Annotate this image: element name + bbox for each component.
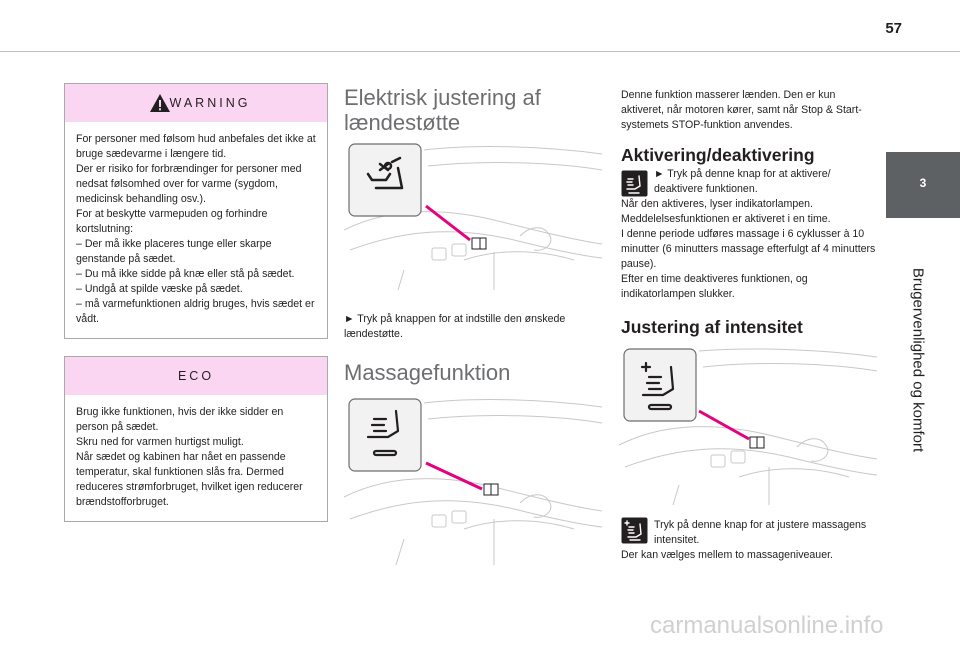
activation-heading: Aktivering/deaktivering <box>621 145 815 165</box>
eco-line: Når sædet og kabinen har nået en passend… <box>76 451 303 508</box>
warning-title: WARNING <box>169 96 251 110</box>
lumbar-heading: Elektrisk justering af lændestøtte <box>344 85 541 135</box>
intensity-first-line: Tryk på denne knap for at justere massag… <box>654 519 867 546</box>
activation-first-line: ► Tryk på denne knap for at aktivere/ de… <box>654 168 831 195</box>
chapter-tab[interactable]: 3 <box>886 152 960 218</box>
warning-line: Der er risiko for forbrændinger for pers… <box>76 163 302 205</box>
warning-line: For at beskytte varmepuden og forhindre … <box>76 208 268 235</box>
intensity-heading: Justering af intensitet <box>621 317 803 337</box>
activation-line: Når den aktiveres, lyser indikatorlampen… <box>621 198 813 210</box>
warning-icon <box>150 94 170 112</box>
eco-body: Brug ikke funktionen, hvis der ikke sidd… <box>65 395 327 521</box>
warning-box: WARNING For personer med følsom hud anbe… <box>64 83 328 339</box>
warning-line: – Du må ikke sidde på knæ eller stå på s… <box>76 268 295 280</box>
warning-body: For personer med følsom hud anbefales de… <box>65 122 327 338</box>
eco-header: ECO <box>65 357 327 395</box>
warning-header: WARNING <box>65 84 327 122</box>
lumbar-figure <box>344 140 606 290</box>
eco-box: ECO Brug ikke funktionen, hvis der ikke … <box>64 356 328 522</box>
activation-line: Meddelelsesfunktionen er aktiveret i en … <box>621 213 831 225</box>
eco-line: Brug ikke funktionen, hvis der ikke sidd… <box>76 406 284 433</box>
top-rule <box>0 51 960 52</box>
massage-figure <box>344 393 606 565</box>
chapter-number: 3 <box>919 176 927 190</box>
warning-line: – må varmefunktionen aldrig bruges, hvis… <box>76 298 315 325</box>
intensity-figure <box>619 345 879 505</box>
massage-intensity-button-icon <box>621 517 648 544</box>
activation-line: I denne periode udføres massage i 6 cykl… <box>621 228 876 270</box>
watermark: carmanualsonline.info <box>650 612 884 639</box>
intensity-second-line: Der kan vælges mellem to massageniveauer… <box>621 549 833 561</box>
activation-body: Når den aktiveres, lyser indikatorlampen… <box>621 197 881 302</box>
lumbar-instruction: ► Tryk på knappen for at indstille den ø… <box>344 313 566 340</box>
massage-heading: Massagefunktion <box>344 360 511 385</box>
eco-title: ECO <box>177 369 215 383</box>
warning-line: – Der må ikke placeres tunge eller skarp… <box>76 238 272 265</box>
massage-button-icon <box>621 170 648 197</box>
massage-intro: Denne funktion masserer lænden. Den er k… <box>621 89 862 131</box>
activation-line: Efter en time deaktiveres funktionen, og… <box>621 273 808 300</box>
chapter-title: Brugervenlighed og komfort <box>908 248 928 472</box>
eco-line: Skru ned for varmen hurtigst muligt. <box>76 436 244 448</box>
warning-line: For personer med følsom hud anbefales de… <box>76 133 316 160</box>
page-number: 57 <box>885 20 902 37</box>
chapter-title-text: Brugervenlighed og komfort <box>909 267 927 453</box>
warning-line: – Undgå at spilde væske på sædet. <box>76 283 243 295</box>
